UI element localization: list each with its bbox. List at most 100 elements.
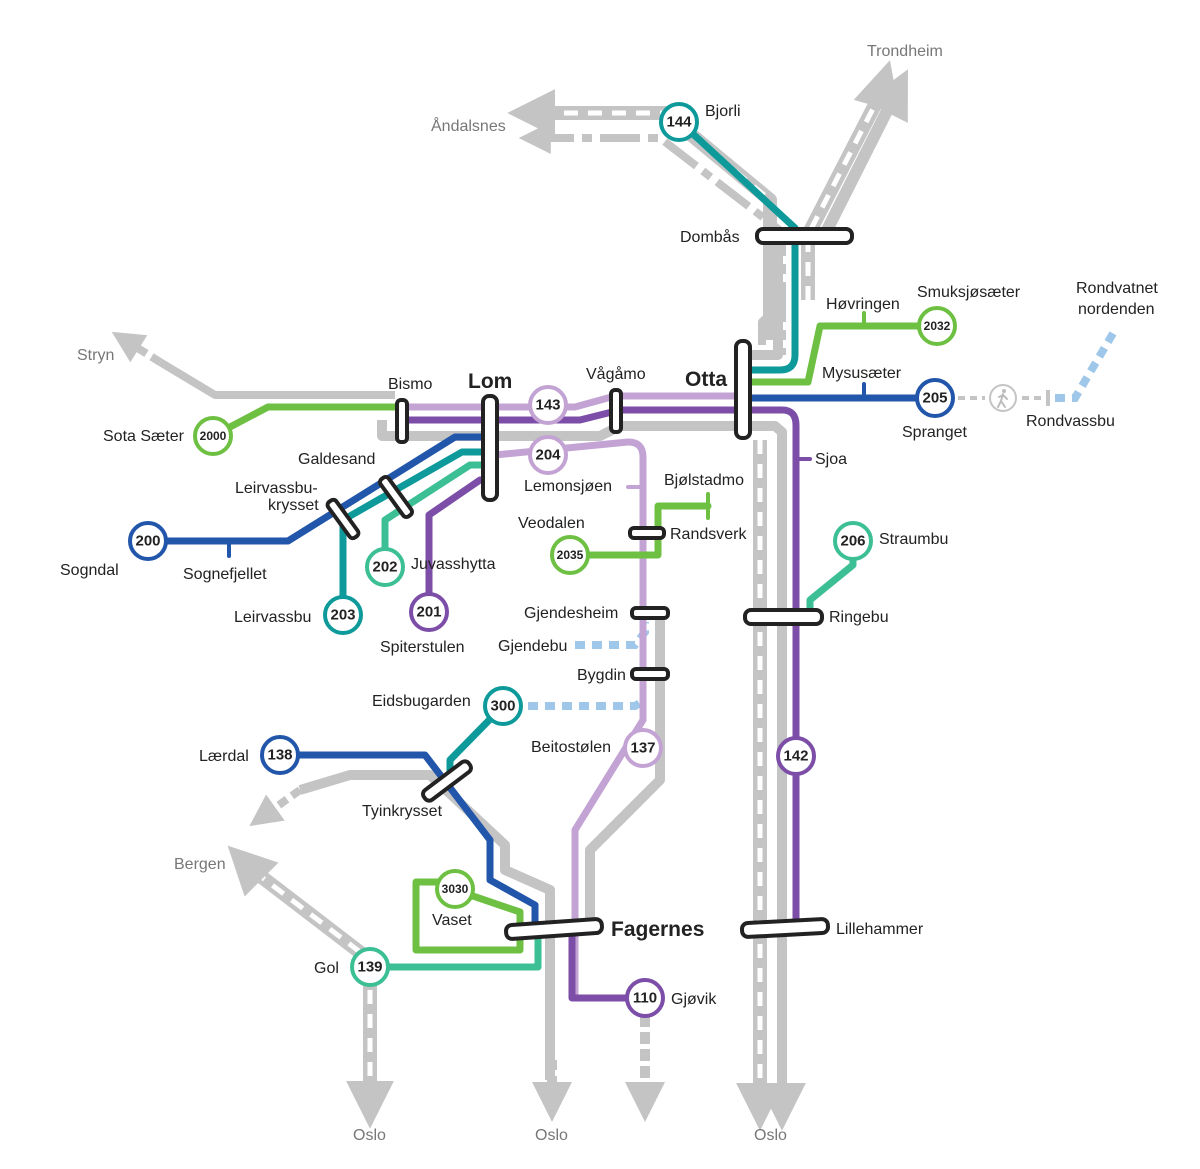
bar-vagamo[interactable]: [609, 388, 623, 434]
route-badge-3030[interactable]: 3030: [435, 869, 475, 909]
bar-dombas[interactable]: [755, 227, 854, 245]
stop-galdesand[interactable]: Galdesand: [298, 451, 375, 468]
route-badge-2000[interactable]: 2000: [193, 416, 233, 456]
route-badge-201[interactable]: 201: [409, 592, 449, 632]
route-badge-circle[interactable]: [917, 306, 957, 346]
stop-vagamo[interactable]: Vågåmo: [586, 365, 646, 383]
stop-smuksjosaeter[interactable]: Smuksjøsæter: [917, 284, 1021, 301]
route-badge-circle[interactable]: [659, 102, 699, 142]
stop-bjolstadmo[interactable]: Bjølstadmo: [664, 472, 744, 489]
stop-tyinkrysset[interactable]: Tyinkrysset: [362, 803, 443, 820]
bar-randsverk[interactable]: [628, 526, 666, 540]
stop-straumbu[interactable]: Straumbu: [879, 531, 948, 548]
stop-bygdin[interactable]: Bygdin: [577, 667, 626, 684]
bar-otta[interactable]: [734, 339, 752, 440]
route-badge-circle[interactable]: [409, 592, 449, 632]
bar-galdesand[interactable]: [378, 475, 414, 519]
stop-spranget[interactable]: Spranget: [902, 424, 967, 441]
route-badge-139[interactable]: 139: [350, 947, 390, 987]
stop-ringebu[interactable]: Ringebu: [829, 609, 889, 626]
stop-bjorli[interactable]: Bjorli: [705, 103, 741, 120]
bar-gjendesheim[interactable]: [630, 606, 670, 620]
route-badge-circle[interactable]: [260, 735, 300, 775]
route-badge-circle[interactable]: [528, 435, 568, 475]
stop-gjovik[interactable]: Gjøvik: [671, 991, 717, 1008]
stop-beitostolen[interactable]: Beitostølen: [531, 739, 611, 756]
stop-rondvassbu[interactable]: Rondvassbu: [1026, 413, 1115, 430]
dest-oslo-3[interactable]: Oslo: [754, 1127, 787, 1144]
stop-veodalen[interactable]: Veodalen: [518, 515, 585, 532]
route-badge-circle[interactable]: [128, 521, 168, 561]
stop-sognefjellet[interactable]: Sognefjellet: [183, 566, 267, 583]
route-badge-circle[interactable]: [625, 978, 665, 1018]
bar-bygdin[interactable]: [630, 667, 670, 681]
route-badge-circle[interactable]: [623, 728, 663, 768]
route-badge-143[interactable]: 143: [528, 385, 568, 425]
stop-gol[interactable]: Gol: [314, 960, 339, 977]
stop-vaset[interactable]: Vaset: [432, 912, 472, 929]
stop-rondvatnet-2[interactable]: nordenden: [1078, 301, 1155, 318]
route-badge-circle[interactable]: [193, 416, 233, 456]
route-badge-203[interactable]: 203: [323, 595, 363, 635]
route-badge-circle[interactable]: [550, 535, 590, 575]
stop-sjoa[interactable]: Sjoa: [815, 451, 847, 468]
stop-sota-saeter[interactable]: Sota Sæter: [103, 428, 185, 445]
route-badge-circle[interactable]: [323, 595, 363, 635]
route-badge-circle[interactable]: [483, 686, 523, 726]
route-badge-2035[interactable]: 2035: [550, 535, 590, 575]
dest-trondheim[interactable]: Trondheim: [867, 43, 943, 60]
route-badge-200[interactable]: 200: [128, 521, 168, 561]
route-badge-circle[interactable]: [435, 869, 475, 909]
route-badge-circle[interactable]: [833, 521, 873, 561]
bar-fagernes[interactable]: [504, 917, 604, 941]
route-badge-138[interactable]: 138: [260, 735, 300, 775]
route-badge-2032[interactable]: 2032: [917, 306, 957, 346]
bar-lom[interactable]: [481, 394, 499, 502]
hub-lom[interactable]: Lom: [468, 370, 512, 393]
stop-spiterstulen[interactable]: Spiterstulen: [380, 639, 465, 656]
dest-oslo-1[interactable]: Oslo: [353, 1127, 386, 1144]
stop-laerdal[interactable]: Lærdal: [199, 748, 249, 765]
route-badge-circle[interactable]: [776, 736, 816, 776]
stop-randsverk[interactable]: Randsverk: [670, 526, 747, 543]
stop-leirvassbukrysset-1[interactable]: Leirvassbu-: [235, 480, 318, 497]
stop-leirvassbukrysset-2[interactable]: krysset: [268, 497, 319, 514]
stop-lemonsjoen[interactable]: Lemonsjøen: [524, 478, 612, 495]
stop-mysusaeter[interactable]: Mysusæter: [822, 365, 902, 382]
route-badge-204[interactable]: 204: [528, 435, 568, 475]
route-badge-144[interactable]: 144: [659, 102, 699, 142]
bar-bismo[interactable]: [395, 398, 409, 444]
route-badge-circle[interactable]: [528, 385, 568, 425]
route-badge-110[interactable]: 110: [625, 978, 665, 1018]
route-badge-202[interactable]: 202: [365, 547, 405, 587]
stop-bismo[interactable]: Bismo: [388, 376, 433, 393]
bar-leirvassbukrysset[interactable]: [325, 497, 361, 541]
hub-otta[interactable]: Otta: [685, 368, 727, 391]
stop-leirvassbu[interactable]: Leirvassbu: [234, 609, 311, 626]
route-badge-137[interactable]: 137: [623, 728, 663, 768]
bar-lillehammer[interactable]: [739, 917, 831, 939]
dest-stryn[interactable]: Stryn: [77, 347, 114, 364]
stop-gjendebu[interactable]: Gjendebu: [498, 638, 567, 655]
hub-fagernes[interactable]: Fagernes: [611, 918, 704, 941]
stop-sogndal[interactable]: Sogndal: [60, 562, 119, 579]
stop-eidsbugarden[interactable]: Eidsbugarden: [372, 693, 471, 710]
route-badge-206[interactable]: 206: [833, 521, 873, 561]
stop-rondvatnet-1[interactable]: Rondvatnet: [1076, 280, 1158, 297]
stop-lillehammer[interactable]: Lillehammer: [836, 921, 924, 938]
route-badge-circle[interactable]: [365, 547, 405, 587]
route-badge-300[interactable]: 300: [483, 686, 523, 726]
stop-hovringen[interactable]: Høvringen: [826, 296, 900, 313]
route-badge-circle[interactable]: [915, 378, 955, 418]
dest-bergen[interactable]: Bergen: [174, 856, 226, 873]
stop-dombas[interactable]: Dombås: [680, 228, 740, 246]
bar-ringebu[interactable]: [743, 608, 824, 626]
route-badge-142[interactable]: 142: [776, 736, 816, 776]
bar-tyinkrysset[interactable]: [421, 759, 473, 803]
route-badge-circle[interactable]: [350, 947, 390, 987]
stop-juvasshytta[interactable]: Juvasshytta: [411, 556, 496, 573]
route-badge-205[interactable]: 205: [915, 378, 955, 418]
dest-andalsnes[interactable]: Åndalsnes: [431, 116, 506, 135]
stop-gjendesheim[interactable]: Gjendesheim: [524, 605, 618, 622]
dest-oslo-2[interactable]: Oslo: [535, 1127, 568, 1144]
